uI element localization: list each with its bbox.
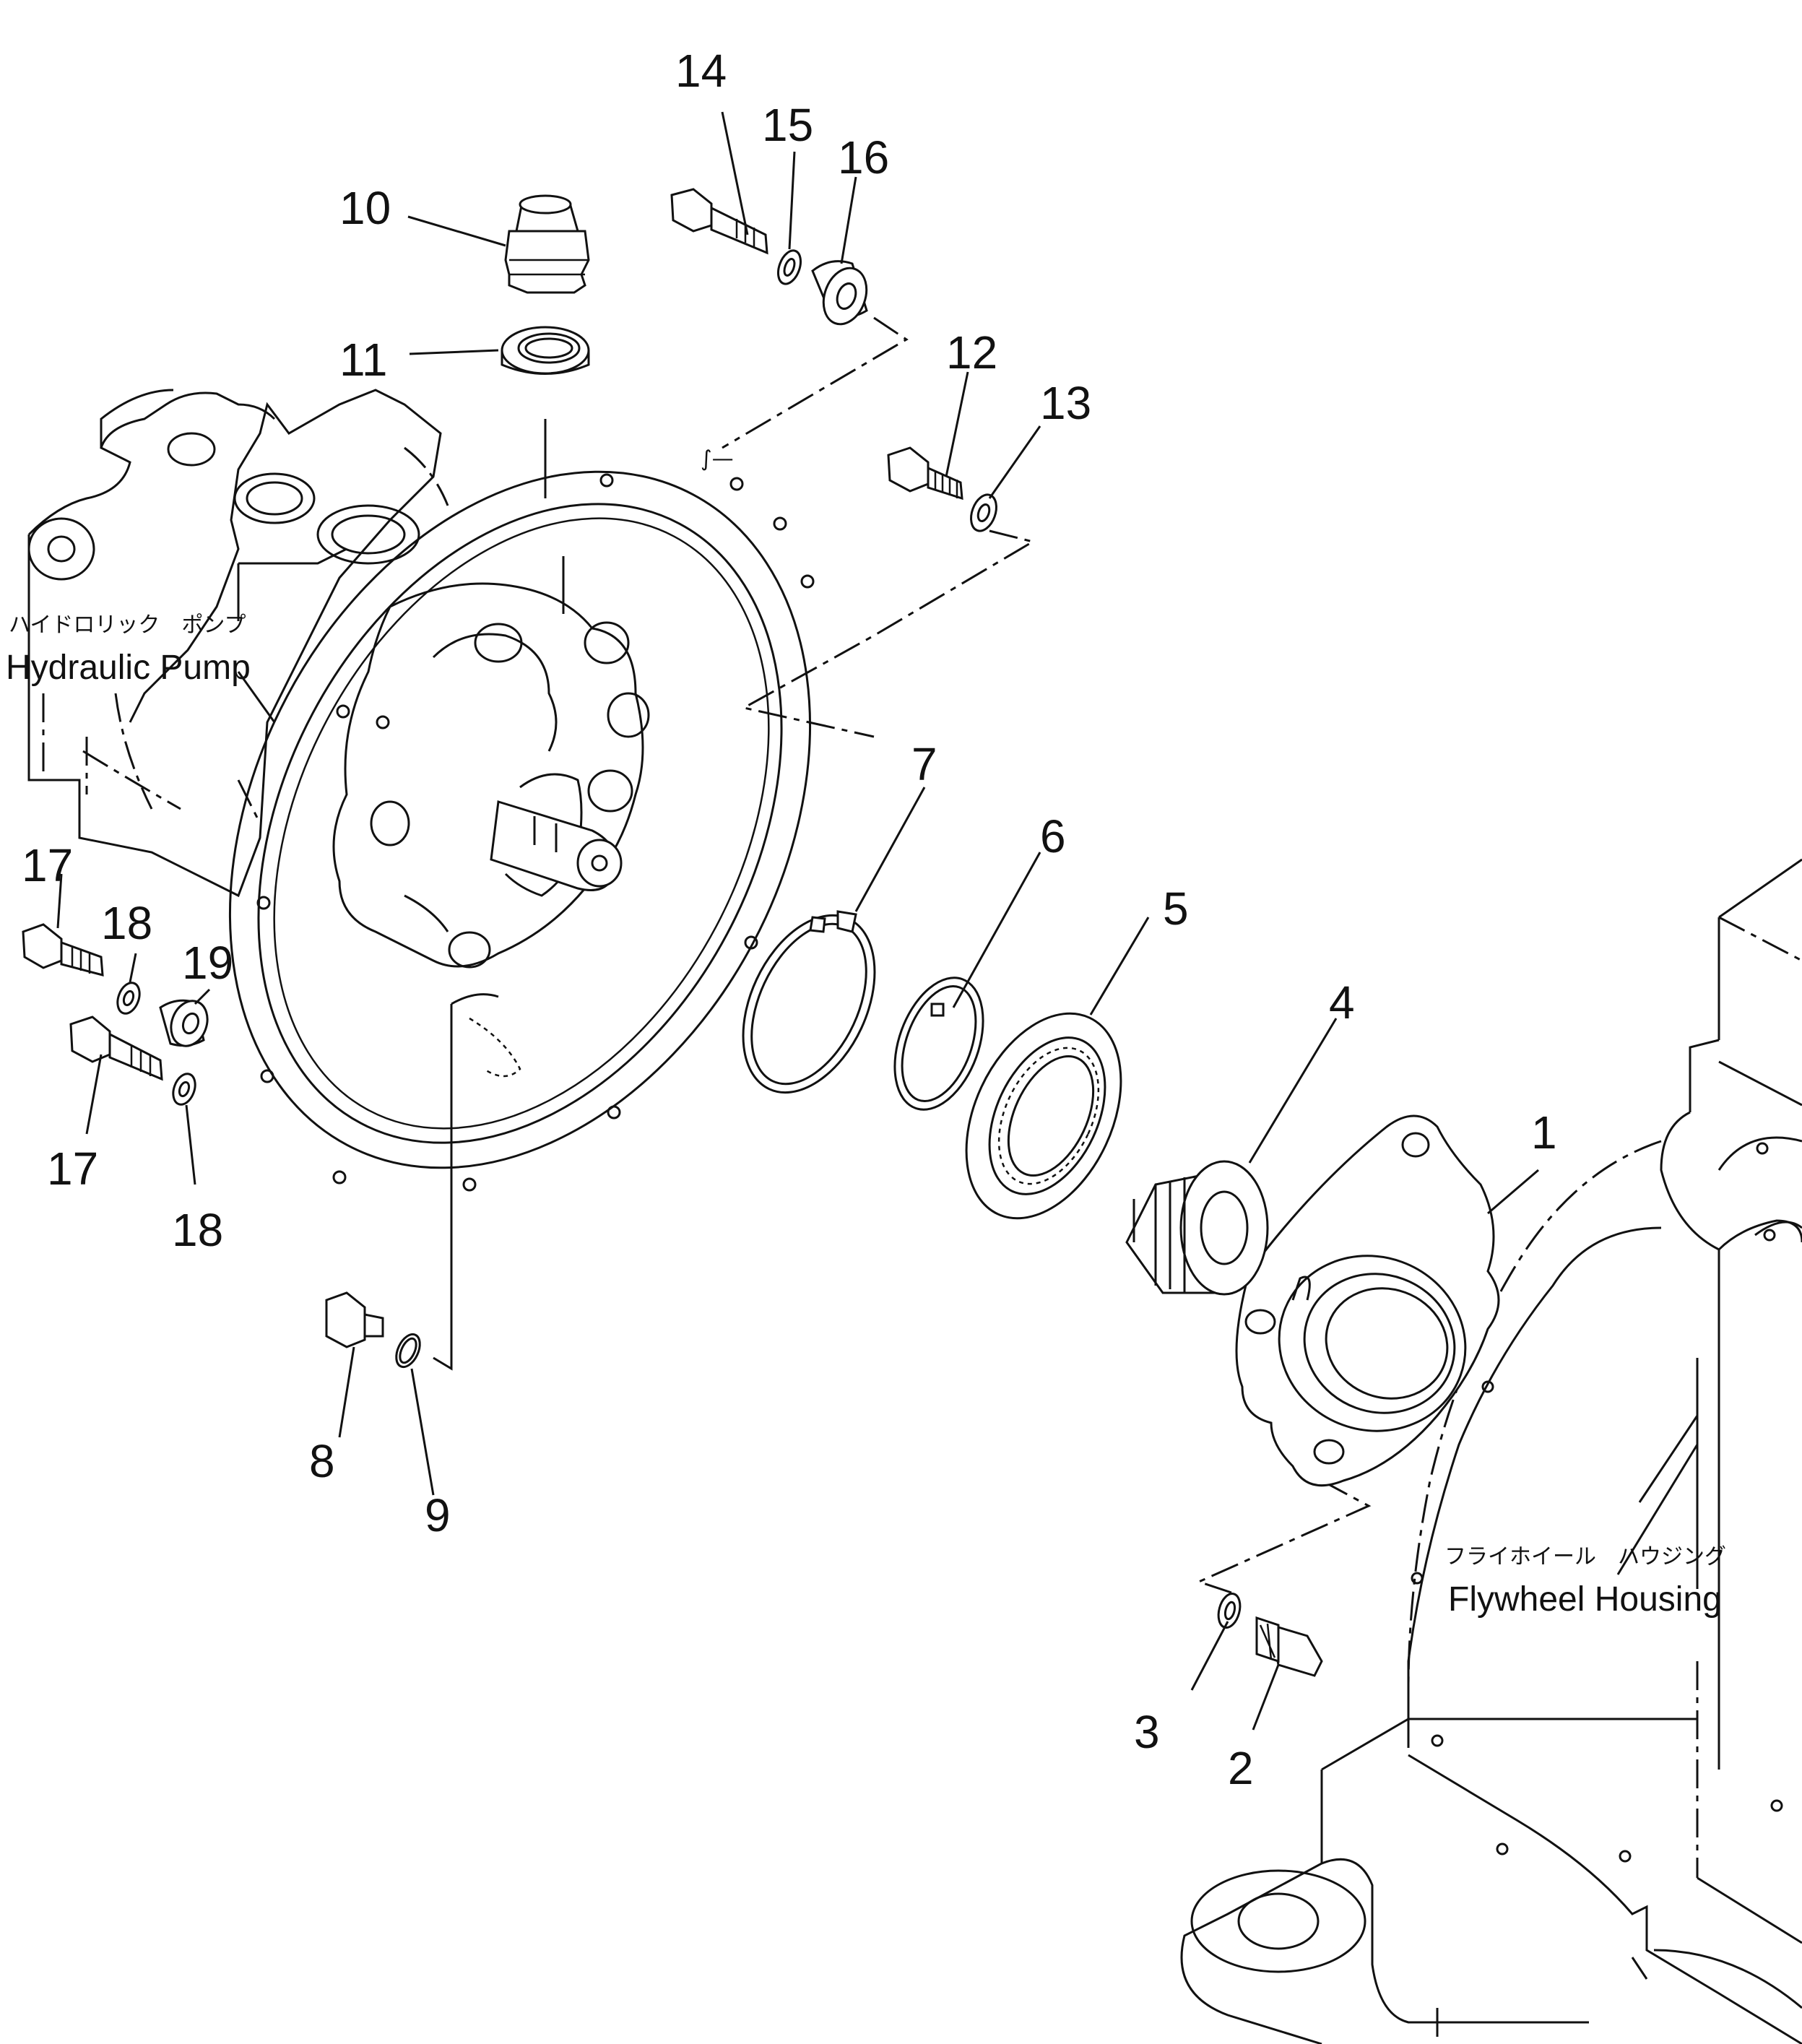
callout-11: 11	[339, 334, 387, 386]
part-5-bearing	[965, 1012, 1122, 1220]
callout-18-lower: 18	[172, 1204, 223, 1256]
callout-4: 4	[1329, 976, 1355, 1029]
part-18-washer-upper	[116, 982, 141, 1015]
flywheel-housing-label: Flywheel Housing	[1448, 1580, 1722, 1619]
callout-17-upper: 17	[22, 839, 73, 891]
part-10-breather	[504, 194, 590, 294]
callout-2: 2	[1228, 1742, 1254, 1794]
assembly-lines	[433, 316, 1372, 1594]
hydraulic-pump-body	[27, 389, 449, 898]
callout-5: 5	[1163, 883, 1189, 935]
part-11-seal	[501, 326, 590, 375]
part-6-snap-ring	[893, 976, 984, 1111]
part-3-washer	[1217, 1593, 1242, 1629]
part-16-spacer	[811, 260, 868, 326]
part-1-cover-housing	[1235, 1114, 1500, 1487]
part-8-plug	[325, 1291, 384, 1348]
part-12-bolt	[887, 446, 963, 501]
callout-numbers: 1 2 3 4 5 6 7 8 9 10 11 12 13 14 15 16 1…	[22, 45, 1557, 1794]
callout-10: 10	[339, 182, 391, 234]
flywheel-housing-label-jp: フライホイール ハウジング	[1444, 1544, 1726, 1569]
part-18-washer-lower	[172, 1073, 196, 1106]
flange-marking: ∫—	[701, 446, 734, 472]
callout-6: 6	[1040, 810, 1066, 862]
callout-3: 3	[1134, 1706, 1160, 1758]
hydraulic-pump-label-jp: ハイドロリック ポンプ	[9, 612, 246, 638]
component-labels: ハイドロリック ポンプ Hydraulic Pump フライホイール ハウジング…	[6, 612, 1726, 1619]
part-7-retaining-ring	[742, 910, 876, 1094]
part-4-coupling	[1125, 1160, 1269, 1296]
callout-17-lower: 17	[47, 1143, 98, 1195]
flywheel-housing	[1180, 858, 1802, 2044]
callout-leader-lines	[56, 111, 1699, 1731]
callout-18-upper: 18	[101, 897, 152, 949]
part-13-washer	[970, 493, 997, 532]
part-2-bolt	[1255, 1616, 1323, 1677]
part-14-bolt	[670, 188, 768, 255]
part-17-bolt-upper	[22, 923, 104, 976]
callout-7: 7	[911, 738, 937, 790]
callout-19: 19	[182, 937, 233, 989]
hydraulic-pump-label: Hydraulic Pump	[6, 649, 251, 687]
part-17-bolt-lower	[69, 1015, 163, 1081]
callout-16: 16	[838, 131, 889, 183]
callout-14: 14	[675, 45, 727, 97]
callout-8: 8	[309, 1435, 335, 1487]
callout-9: 9	[425, 1489, 451, 1541]
mounting-flange-ring: ∫—	[229, 446, 815, 1192]
callout-12: 12	[946, 326, 997, 378]
part-9-o-ring	[395, 1333, 421, 1369]
callout-15: 15	[762, 99, 813, 151]
callout-13: 13	[1040, 377, 1091, 429]
part-19-spacer	[159, 999, 209, 1047]
callout-1: 1	[1531, 1107, 1557, 1159]
pump-front-plate	[332, 582, 650, 969]
part-15-washer	[776, 249, 802, 285]
